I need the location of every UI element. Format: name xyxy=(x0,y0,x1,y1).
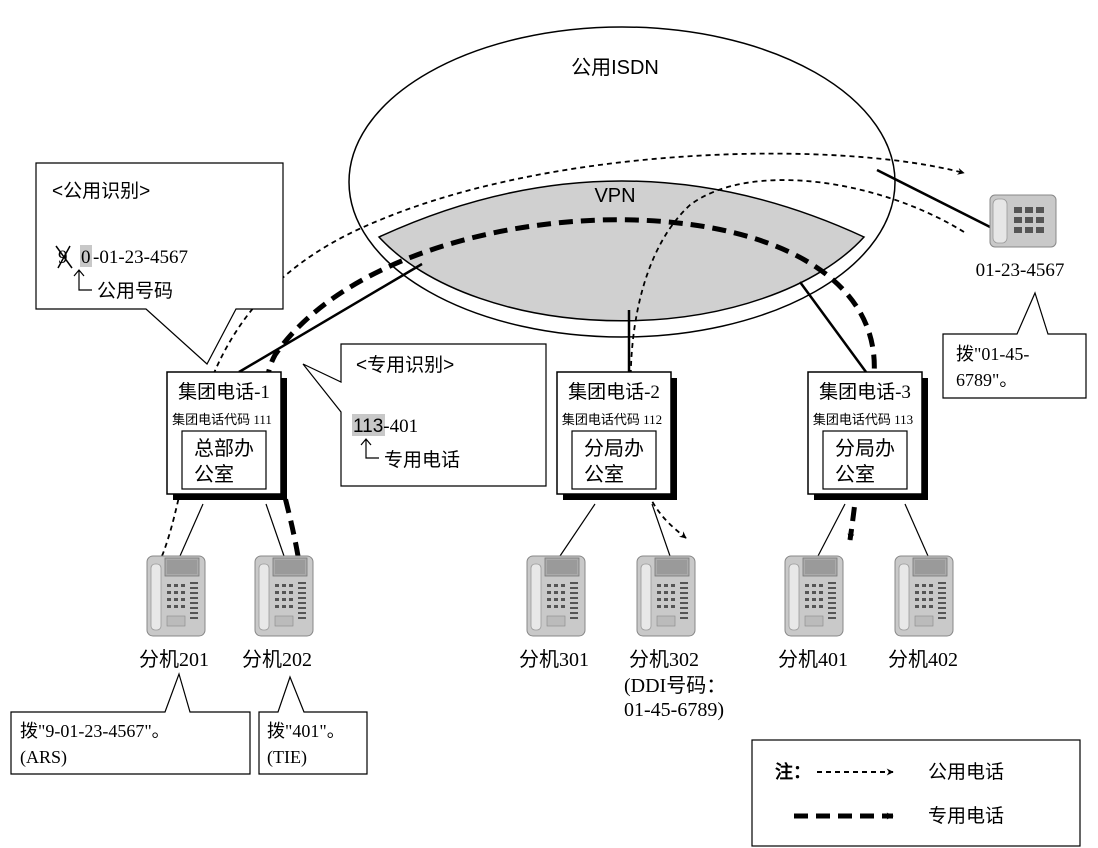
trunk-line-pbx3 xyxy=(798,281,868,373)
link-ext301 xyxy=(559,503,596,557)
link-ext201 xyxy=(179,503,204,557)
pbx-3-office-l2: 公室 xyxy=(835,463,875,486)
pbx-3-code: 113 xyxy=(894,412,913,427)
public-id-number: -01-23-4567 xyxy=(93,247,188,268)
public-id-title: <公用识别> xyxy=(52,180,150,202)
trunk-line-external xyxy=(876,168,1001,234)
pbx-3-name: 集团电话-3 xyxy=(819,381,911,403)
vpn-region xyxy=(377,180,866,322)
ext202-bubble: 拨"401"。 (TIE) xyxy=(258,675,368,775)
pbx-3: 集团电话-3 集团电话代码 113 分局办 公室 xyxy=(807,371,928,500)
strike-x-icon-b xyxy=(57,245,71,269)
external-phone-number: 01-23-4567 xyxy=(976,260,1065,281)
public-id-callout: <公用识别> 9 0 -01-23-4567 公用号码 xyxy=(35,162,284,365)
phone-ext302-icon xyxy=(636,555,696,637)
pbx-1-code: 111 xyxy=(253,412,272,427)
pbx-3-office-box xyxy=(822,430,908,490)
ext301-label: 分机301 xyxy=(519,648,589,671)
ext302-ddi-l2: 01-45-6789) xyxy=(624,699,724,721)
legend: 注： 公用电话 专用电话 xyxy=(751,739,1081,847)
phone-ext401-icon xyxy=(784,555,844,637)
phone-ext201-icon xyxy=(146,555,206,637)
public-id-note: 公用号码 xyxy=(97,281,173,302)
pbx-2-name: 集团电话-2 xyxy=(568,381,660,403)
pbx-2-office-l1: 分局办 xyxy=(584,437,644,460)
private-id-highlight xyxy=(352,414,385,436)
pbx-2: 集团电话-2 集团电话代码 112 分局办 公室 xyxy=(556,371,677,500)
public-id-highlight-digit: 0 xyxy=(81,247,91,268)
public-id-pointer-icon xyxy=(73,269,92,291)
private-id-callout: <专用识别> 113-401 专用电话 xyxy=(302,343,547,487)
ext201-bubble: 拨"9-01-23-4567"。 (ARS) xyxy=(10,672,251,775)
ext201-bubble-l2: (ARS) xyxy=(20,747,67,768)
pbx-1-office-l1: 总部办 xyxy=(194,437,254,460)
phone-ext402-icon xyxy=(894,555,954,637)
trunk-line-pbx1 xyxy=(238,262,423,374)
ext302-ddi-l1: (DDI号码： xyxy=(624,675,726,697)
pbx-1: 集团电话-1 集团电话代码 111 总部办 公室 xyxy=(166,371,287,500)
private-id-code: 113 xyxy=(353,416,383,437)
public-isdn-label: 公用ISDN xyxy=(571,57,659,79)
public-id-highlight xyxy=(80,245,92,267)
ext202-bubble-l2: (TIE) xyxy=(267,747,307,768)
external-phone xyxy=(989,194,1057,248)
ext401-label: 分机401 xyxy=(778,648,848,671)
pbx-1-code-label: 集团电话代码 xyxy=(172,412,250,427)
pbx-2-office-l2: 公室 xyxy=(584,463,624,486)
private-id-number: -401 xyxy=(383,416,418,437)
pbx-1-name: 集团电话-1 xyxy=(178,381,270,403)
ext201-label: 分机201 xyxy=(139,648,209,671)
pbx-3-code-label: 集团电话代码 xyxy=(813,412,891,427)
private-id-pointer-icon xyxy=(360,438,379,459)
link-ext401 xyxy=(817,503,846,557)
ext202-label: 分机202 xyxy=(242,648,312,671)
pbx-1-office-l2: 公室 xyxy=(194,463,234,486)
svg-text:113-401: 113-401 xyxy=(353,416,418,437)
external-callout: 拨"01-45- 6789"。 xyxy=(942,291,1087,399)
external-callout-l2: 6789"。 xyxy=(956,370,1017,390)
vpn-label: VPN xyxy=(594,185,635,207)
svg-text:集团电话代码 113: 集团电话代码 113 xyxy=(813,412,913,427)
link-ext402 xyxy=(904,503,929,557)
pbx-2-code: 112 xyxy=(643,412,662,427)
ext201-bubble-l1: 拨"9-01-23-4567"。 xyxy=(20,721,170,741)
pbx-2-office-box xyxy=(571,430,657,490)
external-callout-l1: 拨"01-45- xyxy=(956,344,1029,364)
phone-ext301-icon xyxy=(526,555,586,637)
phone-ext202-icon xyxy=(254,555,314,637)
private-id-title: <专用识别> xyxy=(356,354,454,376)
link-ext202 xyxy=(265,503,285,557)
ext402-label: 分机402 xyxy=(888,648,958,671)
public-id-struck-digit: 9 xyxy=(58,247,68,268)
pbx-1-office-box xyxy=(181,430,267,490)
svg-text:集团电话代码 111: 集团电话代码 111 xyxy=(172,412,272,427)
link-ext302 xyxy=(651,503,671,557)
ext202-bubble-l1: 拨"401"。 xyxy=(267,721,345,741)
pbx-3-office-l1: 分局办 xyxy=(835,437,895,460)
legend-private-label: 专用电话 xyxy=(928,805,1004,827)
svg-text:集团电话代码 112: 集团电话代码 112 xyxy=(562,412,662,427)
ext302-label: 分机302 xyxy=(629,648,699,671)
legend-title: 注： xyxy=(775,761,811,782)
pbx-2-code-label: 集团电话代码 xyxy=(562,412,640,427)
private-id-note: 专用电话 xyxy=(384,449,460,471)
legend-public-label: 公用电话 xyxy=(928,761,1004,783)
